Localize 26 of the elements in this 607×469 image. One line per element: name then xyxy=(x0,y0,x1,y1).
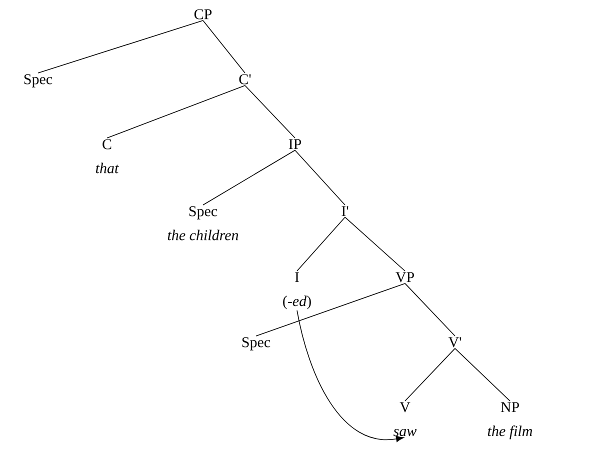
tree-node-label: C' xyxy=(239,74,251,84)
tree-branch xyxy=(454,348,510,402)
movement-arrow xyxy=(296,310,404,442)
tree-branch xyxy=(202,150,296,206)
tree-branch xyxy=(256,283,406,336)
tree-branch xyxy=(38,20,204,74)
tree-node-label: NP the film xyxy=(488,402,532,440)
tree-node-label: Spec the children xyxy=(168,206,238,240)
tree-node-label: V saw xyxy=(394,402,417,436)
tree-node-label: CP xyxy=(194,9,212,20)
tree-node-label: VP xyxy=(396,272,414,282)
tree-node-label: I (-ed) xyxy=(283,272,311,310)
tree-branch xyxy=(106,85,246,138)
tree-branch xyxy=(244,85,296,138)
tree-node-label: I' xyxy=(342,206,348,216)
tree-branch xyxy=(404,283,456,336)
tree-branch xyxy=(294,150,346,206)
tree-node-label: IP xyxy=(288,139,302,150)
tree-node-label: Spec xyxy=(24,74,52,88)
tree-branch xyxy=(296,216,346,272)
tree-branch xyxy=(202,20,246,74)
tree-branch xyxy=(344,216,406,272)
tree-node-label: C that xyxy=(96,139,119,174)
tree-node-label: V' xyxy=(448,337,462,348)
tree-node-label: Spec xyxy=(242,337,270,350)
tree-branch xyxy=(404,348,456,402)
